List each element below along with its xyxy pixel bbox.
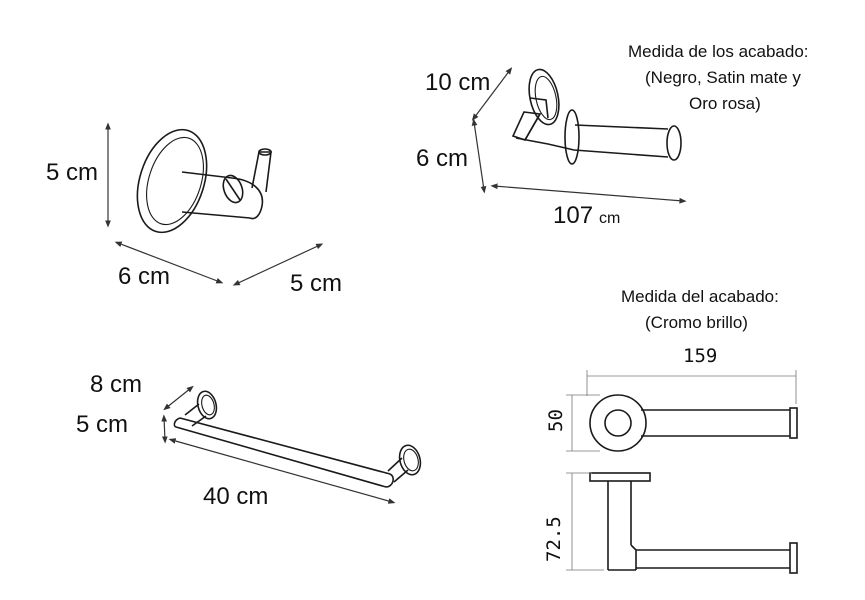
paper-holder-dimensions [471,67,687,204]
paper-holder-height-label: 6 cm [416,145,468,172]
chrome-height-dimension [566,394,600,452]
hook-height-label: 5 cm [46,159,98,186]
chrome-depth-dimension [566,472,604,571]
chrome-width-dimension [586,370,797,404]
towel-bar-drawing [173,390,422,488]
paper-holder-depth-label: 10 cm [425,69,490,96]
robe-hook-dimensions [105,122,324,286]
hook-depth-label: 6 cm [118,263,170,290]
chrome-holder-front-view [589,394,798,452]
robe-hook-drawing [136,128,272,234]
chrome-depth-value: 72.5 [543,516,565,562]
towel-bar-depth-label: 8 cm [90,371,142,398]
paper-holder-drawing [511,68,682,165]
chrome-holder-side-view [589,472,798,574]
hook-width-label: 5 cm [290,270,342,297]
towel-bar-dimensions [161,385,396,504]
chrome-width-value: 159 [683,345,717,367]
towel-bar-length-label: 40 cm [203,483,268,510]
finish-note-line-3: Oro rosa) [689,94,761,113]
towel-bar-height-label: 5 cm [76,411,128,438]
chrome-finish-note-line-1: Medida del acabado: [621,287,779,306]
paper-holder-length-value: 107 [553,202,593,229]
finish-note-line-1: Medida de los acabado: [628,42,809,61]
chrome-finish-note-line-2: (Cromo brillo) [645,313,748,332]
finish-note-line-2: (Negro, Satin mate y [645,68,801,87]
paper-holder-length-unit: cm [599,210,620,227]
chrome-height-value: 50 [545,409,567,432]
